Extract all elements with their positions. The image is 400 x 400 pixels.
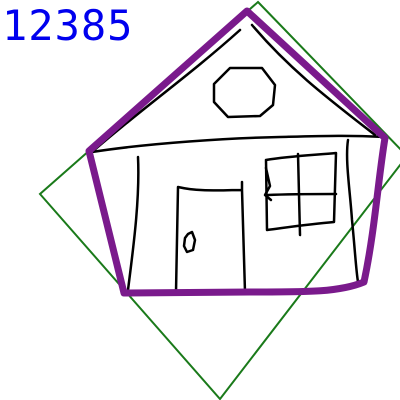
right-wall-line	[345, 138, 360, 284]
attic-window	[212, 66, 277, 119]
pentagon-outline	[85, 7, 389, 297]
left-wall-line	[126, 155, 140, 292]
roof-base-line	[90, 134, 386, 154]
roof-right-inner	[250, 23, 377, 137]
window-frame	[264, 151, 338, 232]
door-knob	[182, 230, 197, 254]
door-outline	[174, 180, 247, 294]
number-label: 12385	[2, 1, 134, 50]
window-cross-horizontal	[266, 192, 338, 197]
window-scribble	[263, 166, 273, 202]
rotated-square-outline	[38, 0, 400, 400]
house-sketch	[90, 23, 386, 294]
